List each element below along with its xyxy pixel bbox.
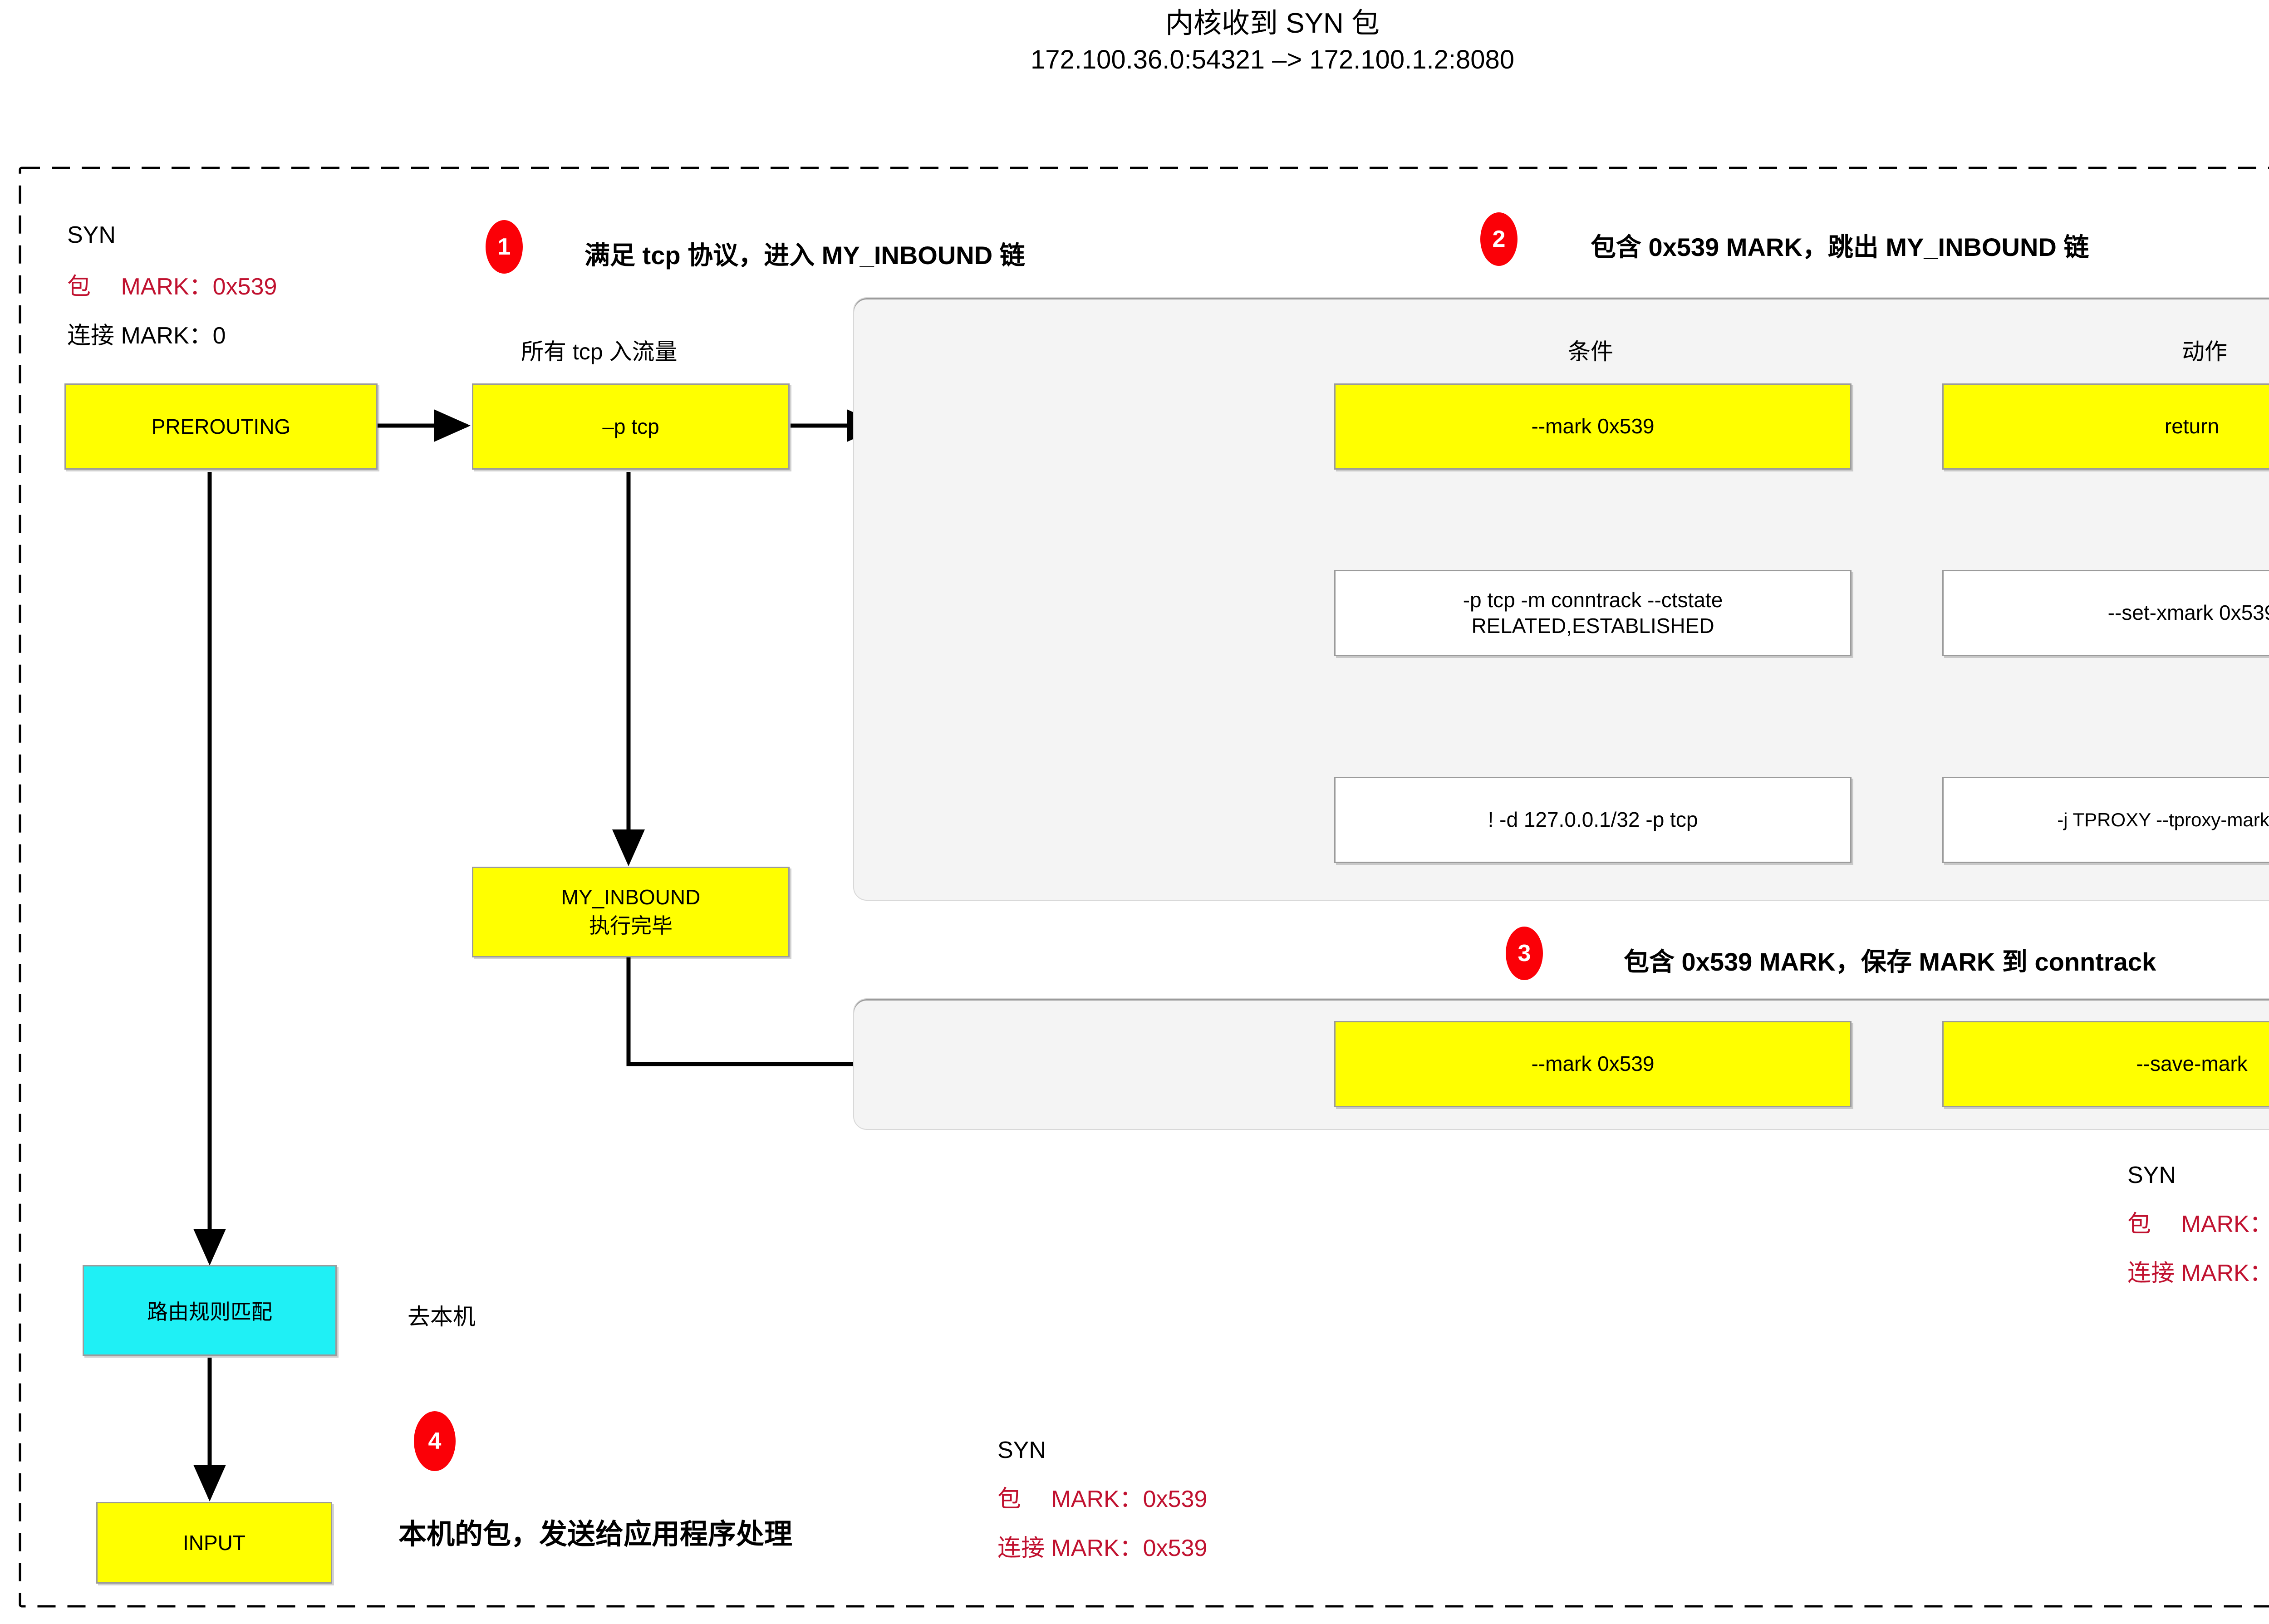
- step-label-4: 本机的包，发送给应用程序处理: [398, 1519, 793, 1550]
- node-prerouting[interactable]: PREROUTING: [64, 383, 378, 470]
- node-p-tcp[interactable]: –p tcp: [472, 383, 790, 470]
- node-my-inbound-done-line1: MY_INBOUND: [561, 885, 701, 909]
- route-match-tag: 去本机: [408, 1304, 476, 1330]
- step-label-3: 包含 0x539 MARK，保存 MARK 到 conntrack: [1624, 947, 2156, 976]
- node-input[interactable]: INPUT: [96, 1502, 332, 1584]
- node-my-inbound-done-line2: 执行完毕: [589, 914, 673, 937]
- page-title: 内核收到 SYN 包: [1165, 8, 1380, 39]
- node-route-match-label: 路由规则匹配: [147, 1300, 272, 1324]
- rule-row-3-action[interactable]: -j TPROXY --tproxy-mark 0x539: [1942, 777, 2269, 863]
- step-badge-2: 2: [1480, 212, 1518, 266]
- rule-col-header-condition: 条件: [1568, 339, 1613, 364]
- savemark-state-flag: SYN: [2127, 1162, 2176, 1188]
- rule-row-1-condition[interactable]: --mark 0x539: [1334, 383, 1852, 470]
- step-badge-1: 1: [486, 220, 523, 274]
- rule-row-2-condition-label: -p tcp -m conntrack --ctstate RELATED,ES…: [1463, 588, 1723, 638]
- node-p-tcp-label: –p tcp: [602, 415, 659, 438]
- step-badge-4: 4: [414, 1411, 456, 1471]
- rule-row-3-condition-label: ! -d 127.0.0.1/32 -p tcp: [1488, 808, 1698, 832]
- savemark-row-condition-label: --mark 0x539: [1531, 1052, 1655, 1076]
- node-prerouting-label: PREROUTING: [151, 415, 291, 438]
- savemark-state-packet-mark: 包 MARK：0x539: [2127, 1211, 2269, 1237]
- rule-row-2-action[interactable]: --set-xmark 0x539: [1942, 570, 2269, 656]
- savemark-row-condition[interactable]: --mark 0x539: [1334, 1021, 1852, 1107]
- input-state-conn-mark: 连接 MARK：0x539: [997, 1535, 1208, 1561]
- rule-row-2-condition[interactable]: -p tcp -m conntrack --ctstate RELATED,ES…: [1334, 570, 1852, 656]
- page-subtitle: 172.100.36.0:54321 –> 172.100.1.2:8080: [1031, 45, 1514, 74]
- initial-state-conn-mark: 连接 MARK：0: [67, 323, 226, 349]
- step-label-1: 满足 tcp 协议，进入 MY_INBOUND 链: [584, 241, 1025, 270]
- input-state-packet-mark: 包 MARK：0x539: [997, 1486, 1208, 1512]
- node-route-match[interactable]: 路由规则匹配: [83, 1265, 337, 1356]
- rule-row-1-action-label: return: [2164, 414, 2220, 438]
- rule-row-1-action[interactable]: return: [1942, 383, 2269, 470]
- savemark-row-action[interactable]: --save-mark: [1942, 1021, 2269, 1107]
- rule-col-header-action: 动作: [2182, 339, 2227, 364]
- step-label-2: 包含 0x539 MARK，跳出 MY_INBOUND 链: [1591, 233, 2089, 261]
- p-tcp-caption: 所有 tcp 入流量: [521, 339, 678, 364]
- rule-row-1-condition-label: --mark 0x539: [1531, 414, 1655, 438]
- node-my-inbound-done[interactable]: MY_INBOUND 执行完毕: [472, 867, 790, 957]
- savemark-row-action-label: --save-mark: [2136, 1052, 2248, 1076]
- rule-row-3-condition[interactable]: ! -d 127.0.0.1/32 -p tcp: [1334, 777, 1852, 863]
- initial-state-packet-mark: 包 MARK：0x539: [67, 274, 277, 300]
- rule-row-2-action-label: --set-xmark 0x539: [2107, 601, 2269, 625]
- savemark-state-conn-mark: 连接 MARK：0x539: [2127, 1260, 2269, 1286]
- step-badge-3: 3: [1506, 927, 1543, 980]
- node-input-label: INPUT: [183, 1531, 246, 1555]
- input-state-flag: SYN: [997, 1437, 1046, 1463]
- rule-row-3-action-label: -j TPROXY --tproxy-mark 0x539: [2057, 809, 2269, 830]
- initial-state-flag: SYN: [67, 222, 116, 248]
